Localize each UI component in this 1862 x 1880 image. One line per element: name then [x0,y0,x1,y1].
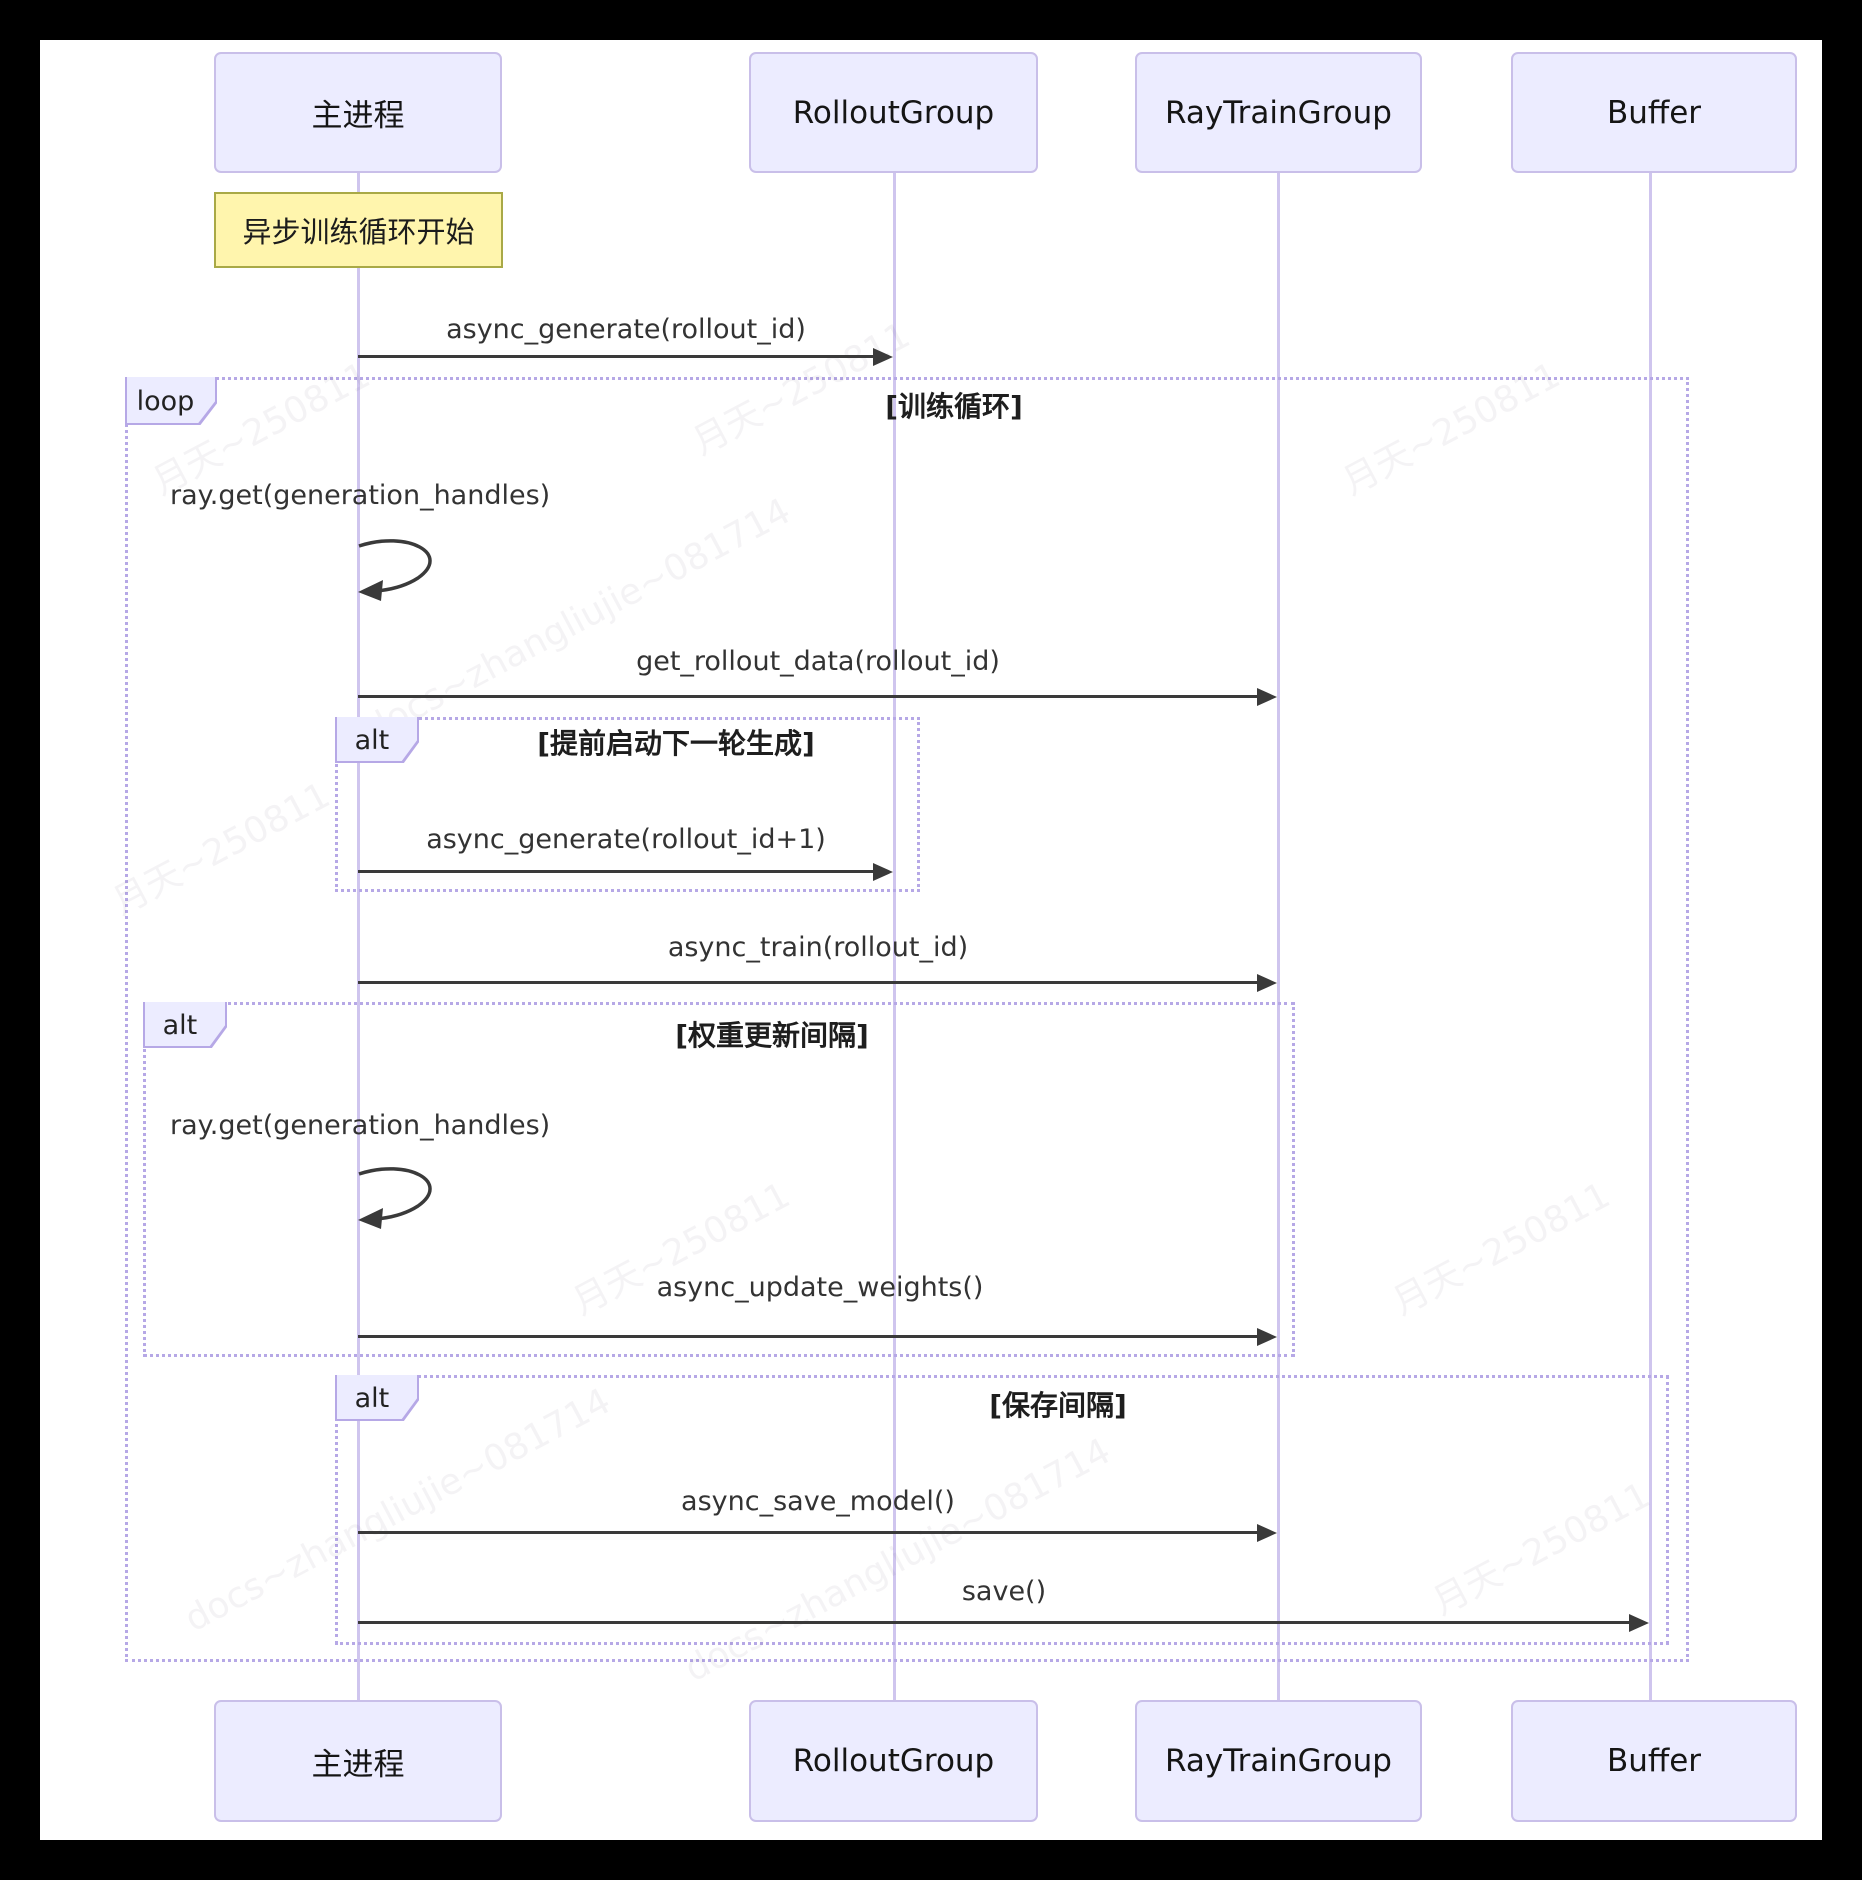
alt3-condition: [保存间隔] [989,1389,1127,1422]
loop-label-text: loop [136,385,195,417]
participant-raytraingroup-top: RayTrainGroup [1135,52,1422,173]
participant-raytraingroup-bottom: RayTrainGroup [1135,1700,1422,1822]
msg-save: save() [961,1576,1047,1607]
participant-main-process-top: 主进程 [214,52,502,173]
msg-ray-get-2: ray.get(generation_handles) [170,1110,551,1141]
alt-frame-weight-update [143,1002,1295,1357]
msg-async-save-model-line [358,1531,1264,1534]
lifeline-raytraingroup [1277,173,1280,1700]
arrowhead-icon [1257,688,1277,706]
alt-frame-early-generate [335,717,920,892]
msg-async-save-model: async_save_model() [681,1486,955,1517]
lifeline-buffer [1649,173,1652,1700]
lifeline-main-process [357,173,360,1700]
loop-label: loop [125,377,217,425]
loop-condition: [训练循环] [885,390,1023,423]
loop-frame [125,377,1689,1662]
msg-async-train-line [358,981,1264,984]
alt1-label-text: alt [354,724,390,756]
participant-buffer-top: Buffer [1511,52,1797,173]
msg-save-line [358,1621,1636,1624]
arrowhead-icon [1257,1524,1277,1542]
msg-ray-get-1: ray.get(generation_handles) [170,480,551,511]
note-async-loop-start: 异步训练循环开始 [214,192,503,268]
msg-async-generate-next: async_generate(rollout_id+1) [426,824,826,855]
alt3-label-text: alt [354,1382,390,1414]
self-loop-arrow-icon [358,1167,432,1229]
msg-get-rollout-data: get_rollout_data(rollout_id) [636,646,1000,677]
arrowhead-icon [1257,974,1277,992]
alt2-label: alt [143,1002,227,1048]
alt-frame-save-interval [335,1375,1669,1645]
msg-async-update-weights-line [358,1335,1264,1338]
msg-async-generate-next-line [358,870,880,873]
lifeline-rolloutgroup [893,173,896,1700]
msg-get-rollout-data-line [358,695,1264,698]
arrowhead-icon [873,863,893,881]
participant-main-process-bottom: 主进程 [214,1700,502,1822]
msg-async-update-weights: async_update_weights() [656,1272,984,1303]
msg-async-generate: async_generate(rollout_id) [446,314,806,345]
alt2-condition: [权重更新间隔] [675,1019,869,1052]
msg-async-generate-line [358,355,880,358]
alt3-label: alt [335,1375,419,1421]
arrowhead-icon [1257,1328,1277,1346]
self-loop-arrow-icon [358,539,432,601]
alt1-condition: [提前启动下一轮生成] [537,727,815,760]
alt2-label-text: alt [162,1009,198,1041]
participant-rolloutgroup-top: RolloutGroup [749,52,1038,173]
msg-async-train: async_train(rollout_id) [667,932,969,963]
participant-rolloutgroup-bottom: RolloutGroup [749,1700,1038,1822]
alt1-label: alt [335,717,419,763]
participant-buffer-bottom: Buffer [1511,1700,1797,1822]
arrowhead-icon [1629,1614,1649,1632]
arrowhead-icon [873,348,893,366]
